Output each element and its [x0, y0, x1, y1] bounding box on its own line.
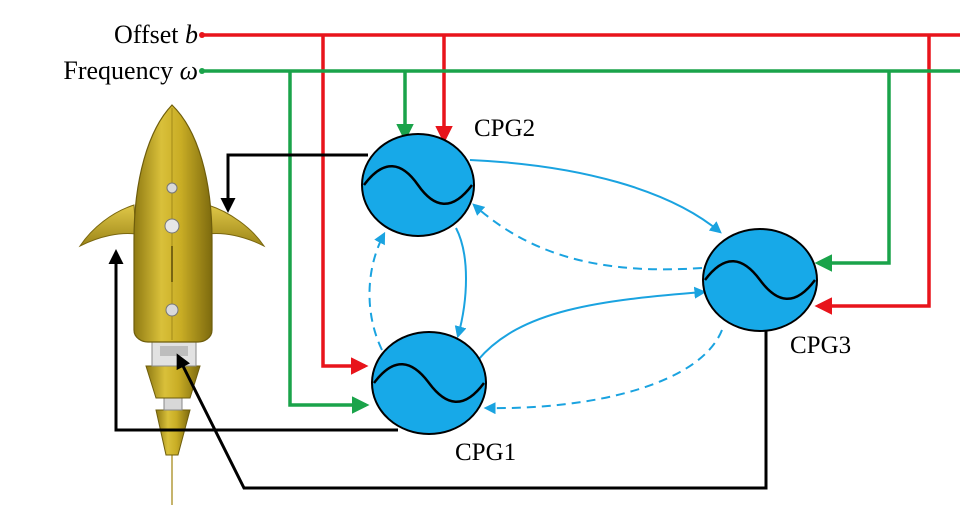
coupling-arrows [368, 159, 723, 415]
offset-symbol: b [185, 20, 198, 49]
frequency-bus [199, 68, 960, 414]
robot-fish-image [78, 104, 266, 505]
offset-label: Offset b [114, 20, 198, 49]
cpg3-label: CPG3 [790, 332, 851, 359]
offset-bus [199, 32, 960, 375]
frequency-label: Frequency ω [63, 56, 198, 85]
cpg1-label: CPG1 [455, 439, 516, 466]
output-lines [108, 153, 768, 490]
cpg2-label: CPG2 [474, 115, 535, 142]
cpg1-node [371, 331, 487, 435]
frequency-symbol: ω [180, 56, 198, 85]
cpg2-node [361, 133, 475, 237]
cpg3-node [702, 228, 818, 332]
